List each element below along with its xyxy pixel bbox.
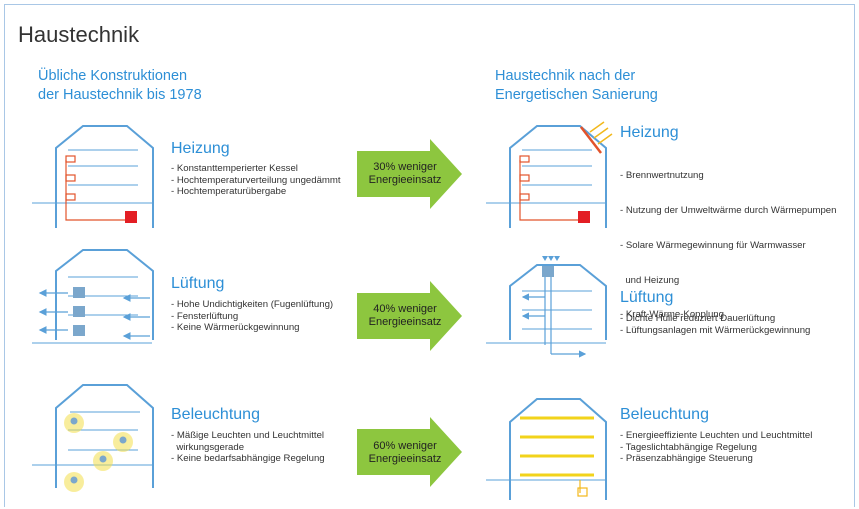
reduction-text: Energieeinsatz [368,174,442,186]
light-sensor-icon [577,480,588,497]
list-item: wirkungsgerade [171,441,245,453]
solar-panel-icon [580,126,602,154]
reduction-text: Energieeinsatz [368,316,442,328]
sun-rays-icon [589,121,613,145]
list-item: - Solare Wärmegewinnung für Warmwasser [620,239,806,251]
heating-old-title: Heizung [171,140,230,157]
house-lighting-new [486,398,607,500]
ventilation-ducts [544,277,552,354]
ventilation-old-title: Lüftung [171,275,225,292]
light-bulb-icons [70,417,127,484]
list-item: - Konstanttemperierter Kessel [171,163,298,174]
list-item: - Tageslichtabhängige Regelung [620,441,757,453]
list-item: - Hochtemperaturverteilung ungedämmt [171,174,341,186]
reduction-text: Energieeinsatz [368,453,442,465]
heating-new-title: Heizung [620,124,679,141]
right-header-line: Haustechnik nach der [495,68,636,84]
house-heating-new [486,125,607,228]
list-item: - Fensterlüftung [171,310,239,322]
efficient-light-strips [520,416,594,477]
list-item: - Präsenzabhängige Steuerung [620,453,753,465]
page-title: Haustechnik [18,22,140,47]
list-item: - Lüftungsanlagen mit Wärmerückgewinnung [620,324,811,336]
house-ventilation-new [486,264,607,344]
heating-old-list: - Konstanttemperierter Kessel - Hochtemp… [171,163,341,198]
house-ventilation-old [32,249,154,344]
list-item: - Keine bedarfsabhängige Regelung [171,453,325,465]
left-column-header: Übliche Konstruktionen der Haustechnik b… [38,67,202,105]
air-intake-icon [542,256,560,261]
right-column-header: Haustechnik nach der Energetischen Sanie… [495,67,658,105]
window-vents [73,287,85,336]
ventilation-new-list: - Dichte Hülle reduziert Dauerlüftung - … [620,313,810,336]
list-item: - Nutzung der Umweltwärme durch Wärmepum… [620,204,837,216]
left-header-line: der Haustechnik bis 1978 [38,87,202,103]
right-header-line: Energetischen Sanierung [495,87,658,103]
lighting-old-list: - Mäßige Leuchten und Leuchtmittel wirku… [171,430,325,465]
reduction-percent: 60% weniger [373,440,437,452]
diagram-frame [4,4,855,507]
heater-pipes-new [519,155,578,221]
reduction-arrow-ventilation [357,281,462,351]
list-item: - Hohe Undichtigkeiten (Fugenlüftung) [171,299,334,310]
lighting-reduction-label: 60% weniger Energieeinsatz [362,440,448,466]
list-item: - Mäßige Leuchten und Leuchtmittel [171,430,325,441]
heat-pump-icon [578,211,590,223]
list-item: - Energieeffiziente Leuchten und Leuchtm… [620,430,813,441]
left-header-line: Übliche Konstruktionen [38,68,188,84]
lighting-new-list: - Energieeffiziente Leuchten und Leuchtm… [620,430,812,465]
heater-pipes-old [65,155,125,221]
list-item: - Kraft-Wärme-Kopplung [620,309,724,321]
ventilation-old-list: - Hohe Undichtigkeiten (Fugenlüftung) - … [171,299,333,334]
boiler-icon [125,211,137,223]
lighting-old-title: Beleuchtung [171,406,260,423]
house-lighting-old [32,384,154,488]
ventilation-new-title: Lüftung [620,289,674,306]
reduction-percent: 30% weniger [373,161,437,173]
list-item: - Keine Wärmerückgewinnung [171,322,300,334]
reduction-arrow-lighting [357,417,462,487]
ventilation-reduction-label: 40% weniger Energieeinsatz [362,303,448,329]
ventilation-unit-icon [542,266,554,277]
list-item: - Dichte Hülle reduziert Dauerlüftung [620,313,776,324]
list-item: - Hochtemperaturübergabe [171,186,287,198]
house-heating-old [32,125,154,228]
leak-arrows-right [122,294,150,340]
list-item: und Heizung [620,274,680,286]
duct-arrows [521,293,587,358]
reduction-percent: 40% weniger [373,303,437,315]
heating-reduction-label: 30% weniger Energieeinsatz [362,161,448,187]
list-item: - Brennwertnutzung [620,170,704,182]
reduction-arrow-heating [357,139,462,209]
leak-arrows-left [38,289,68,334]
lighting-new-title: Beleuchtung [620,406,709,423]
heating-new-list: - Brennwertnutzung - Nutzung der Umweltw… [620,147,836,333]
